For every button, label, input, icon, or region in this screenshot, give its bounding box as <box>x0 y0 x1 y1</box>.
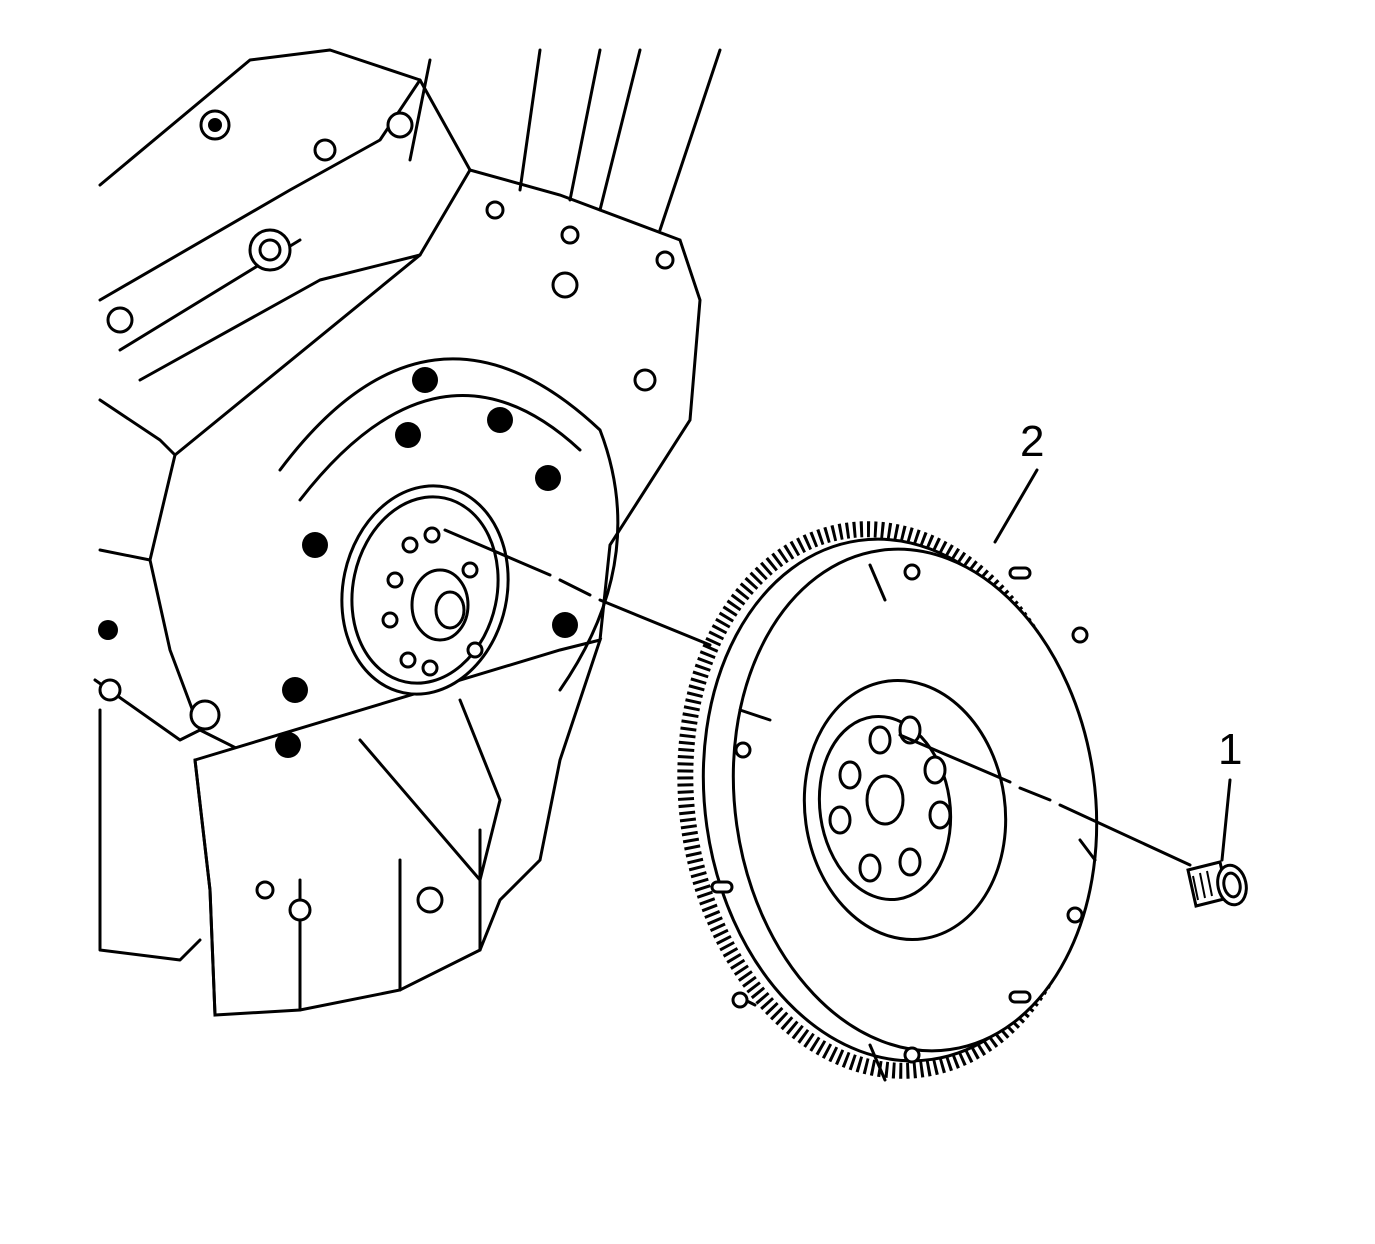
leader-lines <box>993 468 1232 862</box>
callout-2: 2 <box>1020 417 1045 466</box>
callout-1: 1 <box>1218 725 1243 774</box>
engine-block <box>93 48 722 1017</box>
flywheel <box>677 521 1099 1082</box>
flywheel-bolt <box>1186 860 1248 908</box>
alignment-lines <box>443 528 1192 867</box>
